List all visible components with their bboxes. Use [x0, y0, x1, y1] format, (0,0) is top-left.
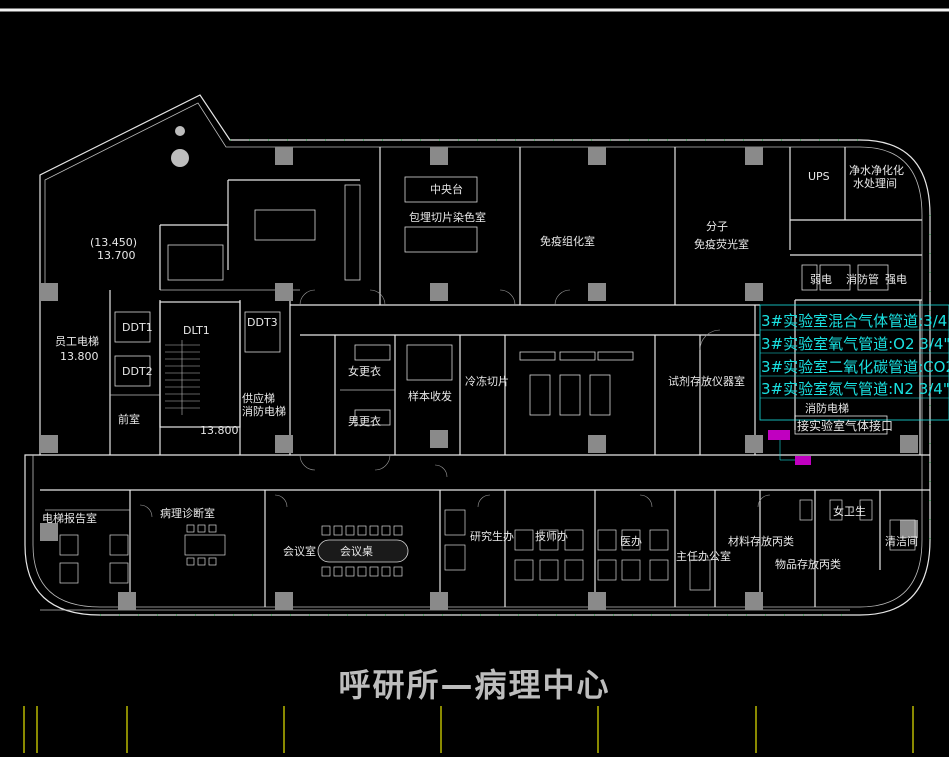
- label-molecular-1: 分子: [706, 220, 728, 233]
- label-diagnosis-room: 病理诊断室: [160, 506, 215, 520]
- label-locker-male: 男更衣: [348, 414, 381, 428]
- label-level-b: 13.700: [97, 249, 136, 262]
- label-central-table: 中央台: [430, 182, 463, 196]
- top-room-walls: [159, 147, 922, 305]
- gas-interface-label: 接实验室气体接口: [797, 418, 893, 433]
- label-report-room: 电梯报告室: [42, 511, 97, 525]
- label-fire-elevator-2: 消防电梯: [805, 401, 849, 415]
- label-immuno-room: 免疫组化室: [540, 234, 595, 248]
- gas-annotation: 3#实验室混合气体管道:3/4" 3#实验室氧气管道:O2 3/4" 3#实验室…: [759, 304, 949, 465]
- label-ddt3: DDT3: [247, 316, 278, 329]
- label-level-a: (13.450): [90, 236, 137, 249]
- door-swings: [139, 289, 771, 518]
- edge-markers: [100, 139, 931, 616]
- label-ups: UPS: [808, 170, 830, 183]
- label-locker-female: 女更衣: [348, 364, 381, 378]
- label-stair-level: 13.800: [200, 424, 239, 437]
- label-staff-elevator-level: 13.800: [60, 350, 99, 363]
- label-director-office: 主任办公室: [676, 549, 731, 563]
- bottom-room-walls: [45, 490, 881, 607]
- gas-note-n2: 3#实验室氮气管道:N2 3/4": [761, 380, 949, 398]
- label-reagent: 试剂存放: [668, 374, 712, 388]
- elevator-core: [114, 311, 281, 415]
- label-fire-elevator: 消防电梯: [242, 404, 286, 418]
- label-staff-elevator: 员工电梯: [55, 335, 99, 348]
- label-wc-female: 女卫生: [833, 504, 866, 518]
- label-dlt1: DLT1: [183, 324, 210, 337]
- label-instrument: 仪器室: [712, 374, 745, 388]
- label-tech-office: 技师办: [535, 530, 568, 543]
- label-paraffin-room: 包埋切片染色室: [409, 210, 486, 224]
- gas-note-co2: 3#实验室二氧化碳管道:CO2 3/4": [761, 358, 949, 376]
- label-janitor: 清洁间: [885, 535, 918, 548]
- room-labels: 员工电梯 13.800 DDT1 DDT2 DDT3 DLT1 13.800 供…: [42, 163, 918, 571]
- lab-benches: [167, 176, 889, 426]
- label-supply-elevator: 供应梯: [242, 391, 275, 405]
- label-frozen-section: 冷冻切片: [465, 374, 509, 388]
- label-ddt1: DDT1: [122, 321, 153, 334]
- label-molecular-2: 免疫荧光室: [694, 237, 749, 251]
- drawing-title: 呼研所—病理中心: [338, 666, 611, 704]
- label-strong-elec: 强电: [885, 273, 907, 286]
- structural-columns: [40, 126, 918, 610]
- corridor-walls: [40, 289, 930, 491]
- label-material-storage: 材料存放丙类: [728, 534, 794, 548]
- label-water-1: 净水净化化: [849, 163, 904, 177]
- gas-note-o2: 3#实验室氧气管道:O2 3/4": [761, 335, 949, 353]
- middle-room-walls: [109, 290, 921, 455]
- gas-note-mixed: 3#实验室混合气体管道:3/4": [761, 312, 949, 330]
- label-ddt2: DDT2: [122, 365, 153, 378]
- label-front-room: 前室: [118, 412, 140, 426]
- label-water-2: 水处理间: [853, 177, 897, 190]
- meeting-furniture: [59, 499, 916, 591]
- label-goods-storage: 物品存放丙类: [775, 557, 841, 571]
- label-doctor-office: 医办: [620, 535, 642, 548]
- label-meeting-table: 会议桌: [340, 545, 373, 558]
- axis-lines: [23, 706, 914, 753]
- label-fire-control: 消防管: [846, 272, 879, 286]
- label-meeting-room: 会议室: [283, 544, 316, 558]
- label-sample-recv: 样本收发: [408, 389, 452, 403]
- label-weak-elec: 弱电: [810, 273, 832, 286]
- label-research-office: 研究生办: [470, 529, 514, 543]
